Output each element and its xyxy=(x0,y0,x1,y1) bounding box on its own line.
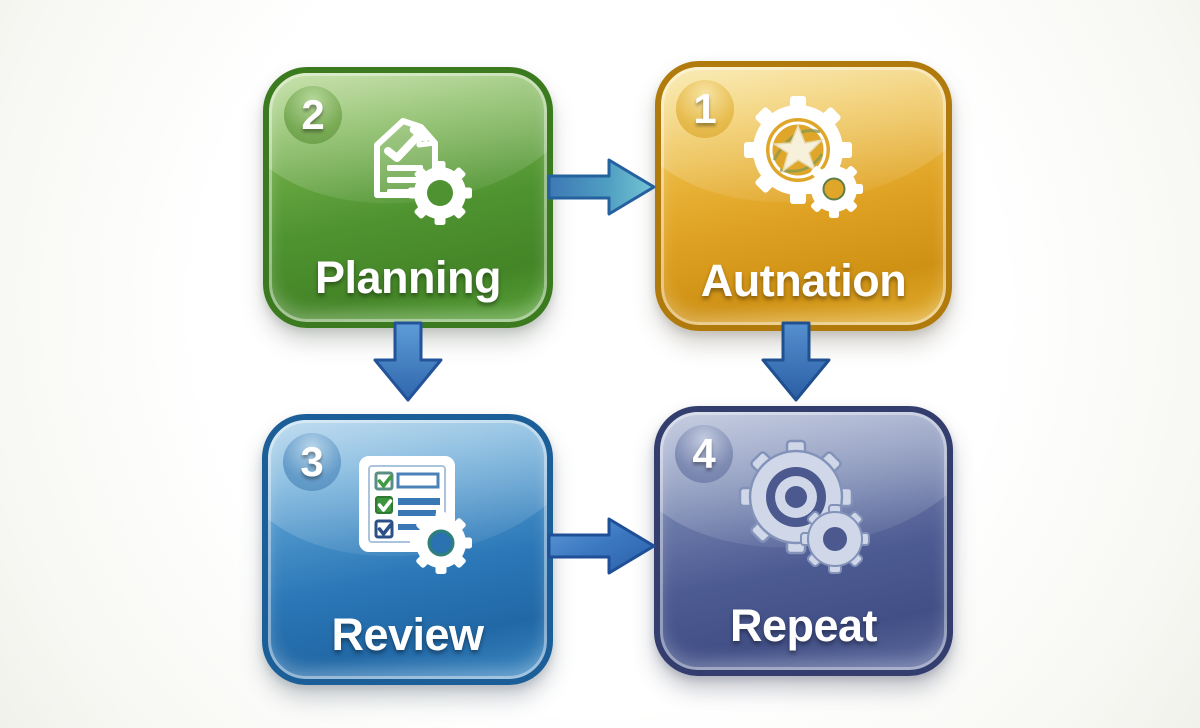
node-repeat: 4 xyxy=(654,406,953,676)
node-planning: 2 xyxy=(263,67,553,328)
document-pen-gear-icon xyxy=(269,99,547,229)
step-number-badge: 1 xyxy=(676,80,734,138)
checklist-gear-icon xyxy=(268,446,547,578)
node-review: 3 xyxy=(262,414,553,685)
double-gear-icon xyxy=(660,438,947,574)
node-label: Autnation xyxy=(700,255,907,306)
arrow-automation-to-repeat xyxy=(757,320,835,409)
gear-shutter-star-icon xyxy=(661,93,946,225)
node-label: Planning xyxy=(315,252,502,303)
node-label: Repeat xyxy=(729,600,878,651)
node-automation: 1 xyxy=(655,61,952,331)
arrow-planning-to-automation xyxy=(546,153,658,226)
arrow-planning-to-review xyxy=(369,320,447,409)
step-number-badge: 2 xyxy=(284,86,342,144)
step-number-badge: 3 xyxy=(283,433,341,491)
step-number-badge: 4 xyxy=(675,425,733,483)
node-label: Review xyxy=(331,609,484,660)
arrow-review-to-repeat xyxy=(546,512,658,585)
